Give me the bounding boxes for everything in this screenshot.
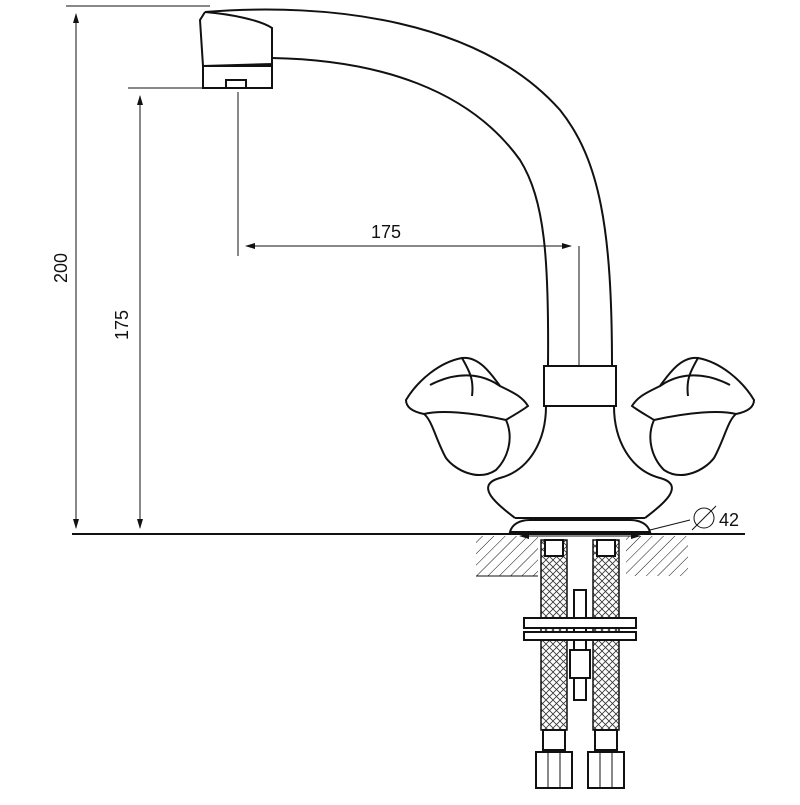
- dimension-label-175-horizontal: 175: [371, 222, 401, 242]
- faucet-spout: [198, 8, 613, 367]
- mounting-stud: [573, 589, 587, 701]
- faucet-body: [487, 405, 673, 519]
- right-handle: [630, 356, 756, 476]
- left-handle: [404, 356, 530, 476]
- dimension-total-height: 200: [51, 5, 210, 529]
- diameter-annotation: 42: [649, 505, 739, 531]
- dimension-spout-height: 175: [112, 87, 235, 529]
- dimension-label-200: 200: [51, 253, 71, 283]
- spout-collar: [543, 365, 617, 407]
- base-plate: [508, 519, 652, 539]
- countertop-section: [476, 536, 688, 577]
- mounting-washer: [523, 617, 637, 629]
- diameter-symbol-icon: [693, 507, 715, 529]
- dimension-label-42: 42: [719, 510, 739, 530]
- left-hose-nut: [535, 751, 573, 789]
- right-hose-nut: [587, 751, 625, 789]
- supply-hoses: [523, 539, 637, 789]
- dimension-spout-reach: 175: [237, 92, 580, 365]
- dimension-label-175-vertical: 175: [112, 310, 132, 340]
